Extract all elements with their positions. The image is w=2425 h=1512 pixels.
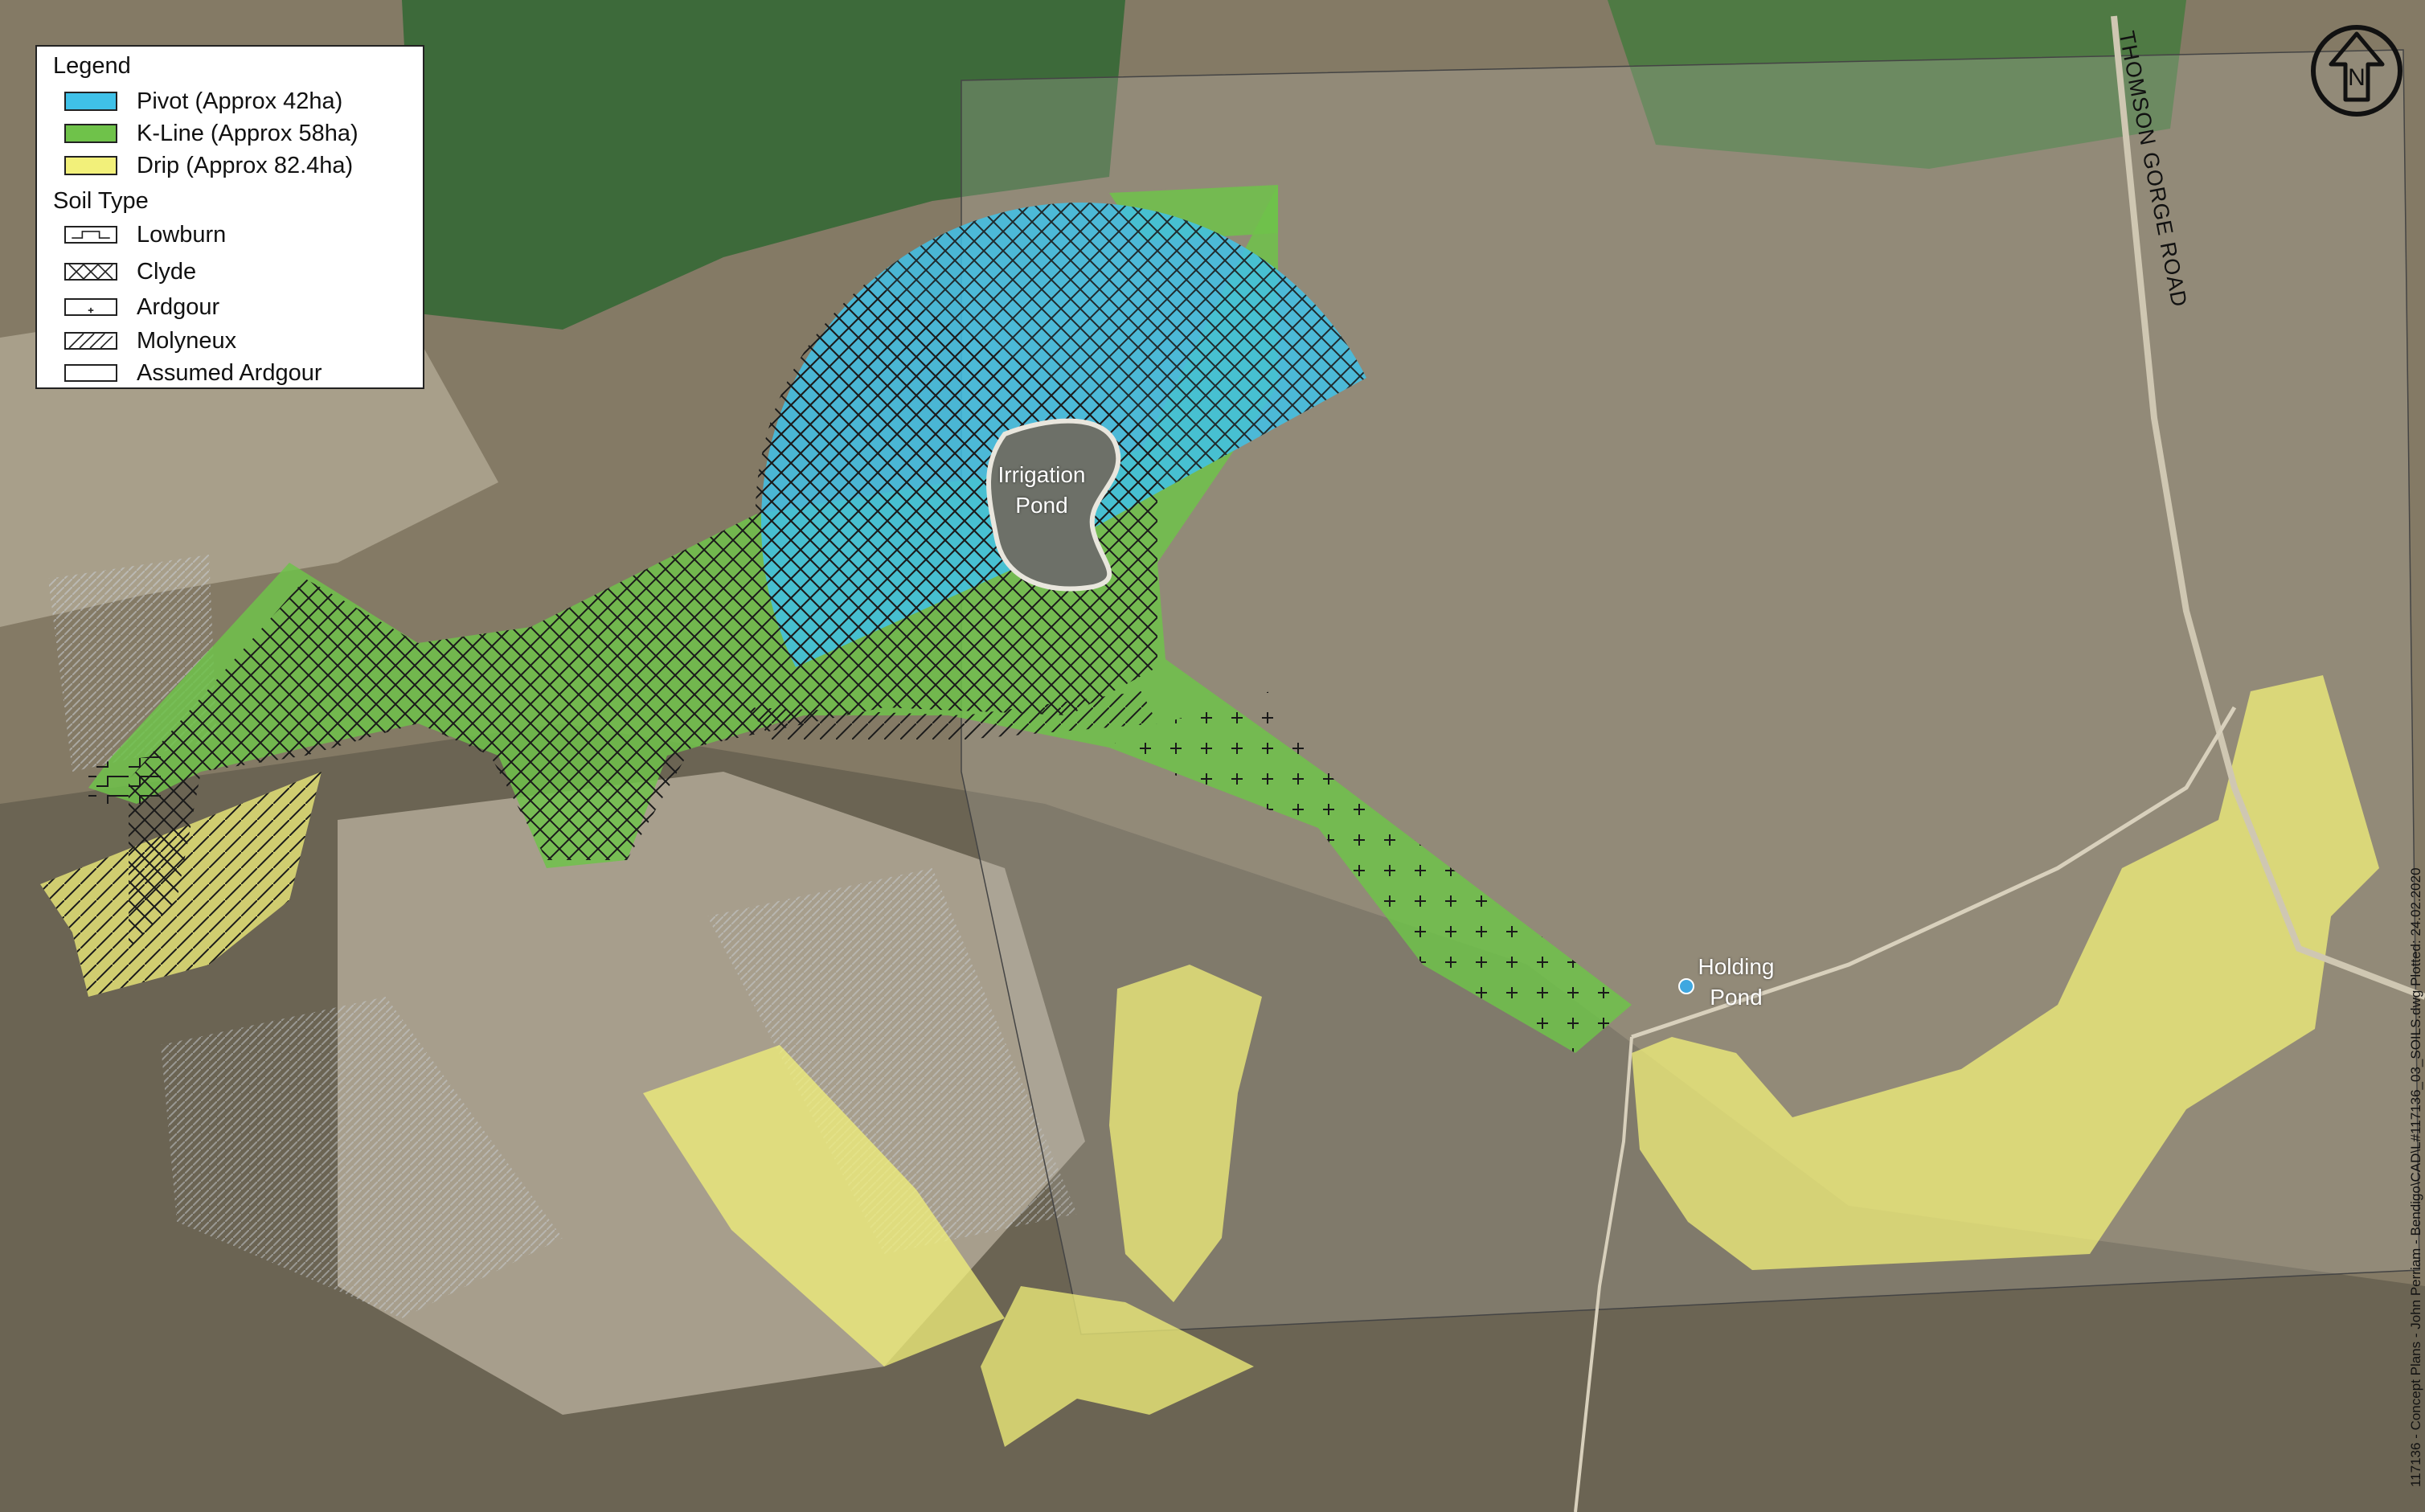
legend-item-molyneux: Molyneux (64, 326, 236, 355)
drip-area-east (1632, 675, 2379, 1270)
ardgour-pattern-icon (64, 298, 117, 316)
map-legend: Legend Pivot (Approx 42ha) K-Line (Appro… (35, 45, 424, 389)
legend-label-drip: Drip (Approx 82.4ha) (137, 152, 354, 178)
legend-title: Legend (53, 53, 131, 79)
kline-swatch (64, 124, 117, 143)
legend-label-pivot: Pivot (Approx 42ha) (137, 88, 343, 114)
farm-track (1631, 706, 2237, 1039)
thomson-gorge-road (2111, 15, 2425, 1000)
vineyard-blocks-bottom-left (161, 997, 563, 1318)
clyde-pattern-icon (64, 263, 117, 281)
molyneux-pattern-icon (64, 332, 117, 350)
north-letter: N (2348, 64, 2366, 91)
terrain-green-paddocks (402, 0, 1125, 330)
vineyard-blocks-center (707, 868, 1077, 1254)
farm-track-west (1574, 1036, 1633, 1512)
legend-label-ardgour: Ardgour (137, 293, 220, 320)
molyneux-soil-zone (40, 772, 322, 997)
terrain-green-pivots (1608, 0, 2186, 169)
drip-swatch (64, 156, 117, 175)
legend-label-assumed-ardgour: Assumed Ardgour (137, 359, 322, 386)
irrigation-pond-label: Irrigation Pond (997, 462, 1086, 518)
legend-soil-title: Soil Type (53, 188, 149, 214)
drip-area-center (1109, 965, 1262, 1302)
legend-label-lowburn: Lowburn (137, 221, 227, 248)
legend-item-pivot: Pivot (Approx 42ha) (64, 87, 342, 116)
pivot-swatch (64, 92, 117, 111)
ardgour-soil-zone (1109, 691, 1632, 1053)
north-arrow-icon: N (2311, 25, 2402, 117)
lowburn-soil-zone (88, 756, 161, 804)
lowburn-pattern-icon (64, 226, 117, 244)
legend-item-kline: K-Line (Approx 58ha) (64, 119, 358, 148)
legend-label-clyde: Clyde (137, 258, 197, 285)
drip-area-center-left (643, 1045, 1005, 1367)
drip-area-south (981, 1286, 1254, 1447)
holding-pond (1678, 978, 1694, 994)
irrigation-pond (986, 418, 1121, 592)
molyneux-soil-strip (748, 691, 1157, 740)
legend-item-assumed-ardgour: Assumed Ardgour (64, 359, 322, 387)
legend-item-ardgour: Ardgour (64, 293, 219, 322)
legend-item-drip: Drip (Approx 82.4ha) (64, 151, 353, 180)
holding-pond-label: Holding Pond (1698, 954, 1775, 1010)
assumed-ardgour-swatch (64, 364, 117, 382)
legend-item-lowburn: Lowburn (64, 220, 226, 249)
plot-stamp: 117136 - Concept Plans - John Perriam - … (2408, 867, 2423, 1487)
legend-label-kline: K-Line (Approx 58ha) (137, 120, 358, 146)
legend-label-molyneux: Molyneux (137, 327, 237, 354)
legend-item-clyde: Clyde (64, 257, 196, 286)
